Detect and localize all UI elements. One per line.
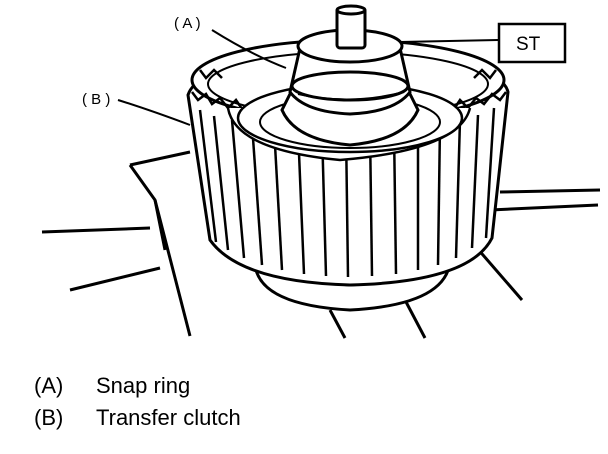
- legend-key-a: (A): [34, 373, 64, 398]
- legend: (A) Snap ring (B) Transfer clutch: [34, 370, 241, 434]
- callout-b: ( B ): [82, 91, 110, 108]
- legend-row-a: (A) Snap ring: [34, 370, 241, 402]
- tool-label: ST: [516, 34, 541, 55]
- work-stand: [41, 150, 601, 339]
- callout-a: ( A ): [174, 15, 201, 32]
- tool-label-box: [497, 22, 567, 64]
- legend-key-b: (B): [34, 405, 64, 430]
- legend-text-b: Transfer clutch: [96, 405, 241, 430]
- legend-text-a: Snap ring: [96, 373, 191, 398]
- leader-lines: [117, 29, 499, 126]
- transfer-clutch-diagram: ( A ) ( B ) ST: [41, 4, 601, 339]
- special-tool-compressor: [280, 4, 420, 147]
- snap-ring: [290, 70, 410, 102]
- drum-teeth: [191, 68, 507, 113]
- legend-row-b: (B) Transfer clutch: [34, 402, 241, 434]
